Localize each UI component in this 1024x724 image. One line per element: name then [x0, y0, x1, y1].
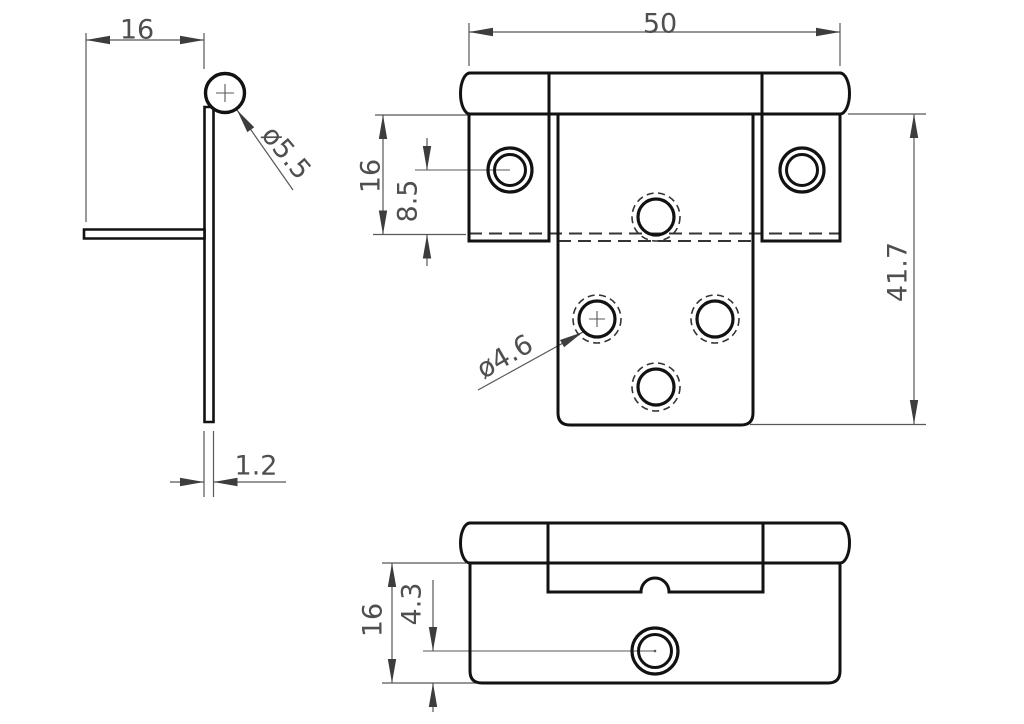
tongue-hole-center-mark	[589, 311, 605, 327]
bottom-hole-countersink	[630, 626, 680, 676]
front-band-height-dim-label: 16	[356, 159, 387, 193]
bottom-depth-dim-label: 16	[358, 603, 389, 637]
horizontal-leaf-edge	[82, 228, 206, 240]
vertical-leaf-edge	[203, 105, 215, 424]
pin-diameter-dim-label: ø5.5	[255, 120, 317, 185]
leaf-thickness-dim-label: 1.2	[235, 451, 278, 482]
front-total-height-dim-label: 41.7	[883, 242, 914, 302]
screw-hole-left	[493, 153, 527, 187]
front-width-dim-label: 50	[643, 9, 677, 40]
screw-hole-center-hidden-countersink	[631, 192, 681, 242]
front-view-object	[459, 71, 851, 427]
front-hole-offset-dim-label: 8.5	[393, 180, 424, 223]
leaf-plan-outline	[468, 561, 842, 685]
knuckle-dividers	[547, 71, 764, 243]
side-width-dim-label: 16	[120, 15, 154, 46]
tongue-hole-right-hidden-countersink	[690, 294, 740, 344]
screw-hole-center	[636, 197, 676, 237]
knuckle-left-cap	[459, 71, 472, 116]
barrel-left-cap	[459, 521, 472, 565]
bottom-hole	[637, 633, 673, 669]
front-view: 50 16 8.5 41.7 ø4.6	[356, 9, 926, 427]
tongue-outline	[556, 112, 755, 427]
folded-leaf-edge-with-notch	[546, 576, 765, 594]
screw-hole-countersink-right	[778, 146, 826, 194]
tongue-hole-left-hidden-countersink	[572, 294, 622, 344]
bottom-hole-center-point	[653, 649, 657, 653]
bottom-view: 16 4.3	[358, 521, 851, 712]
tongue-hole-bottom	[636, 367, 676, 407]
knuckle-right-cap	[838, 71, 851, 116]
side-view-object	[82, 71, 247, 424]
screw-hole-right	[785, 153, 819, 187]
pin-center-mark	[216, 84, 234, 102]
tongue-hole-bottom-hidden-countersink	[631, 362, 681, 412]
tongue-hole-left	[577, 299, 617, 339]
side-view: 16 ø5.5 1.2	[82, 15, 317, 497]
screw-hole-countersink-left	[486, 146, 534, 194]
bottom-view-object	[459, 521, 851, 685]
leaf-right-outline	[760, 112, 842, 243]
side-view-dimension-lines	[85, 33, 294, 497]
tongue-hole-right	[695, 299, 735, 339]
hole-diameter-dim-label: ø4.6	[471, 329, 538, 386]
bottom-hole-offset-dim-label: 4.3	[397, 583, 428, 626]
barrel-right-cap	[838, 521, 851, 565]
leaf-left-outline	[467, 112, 551, 243]
barrel-dividers	[546, 521, 765, 594]
